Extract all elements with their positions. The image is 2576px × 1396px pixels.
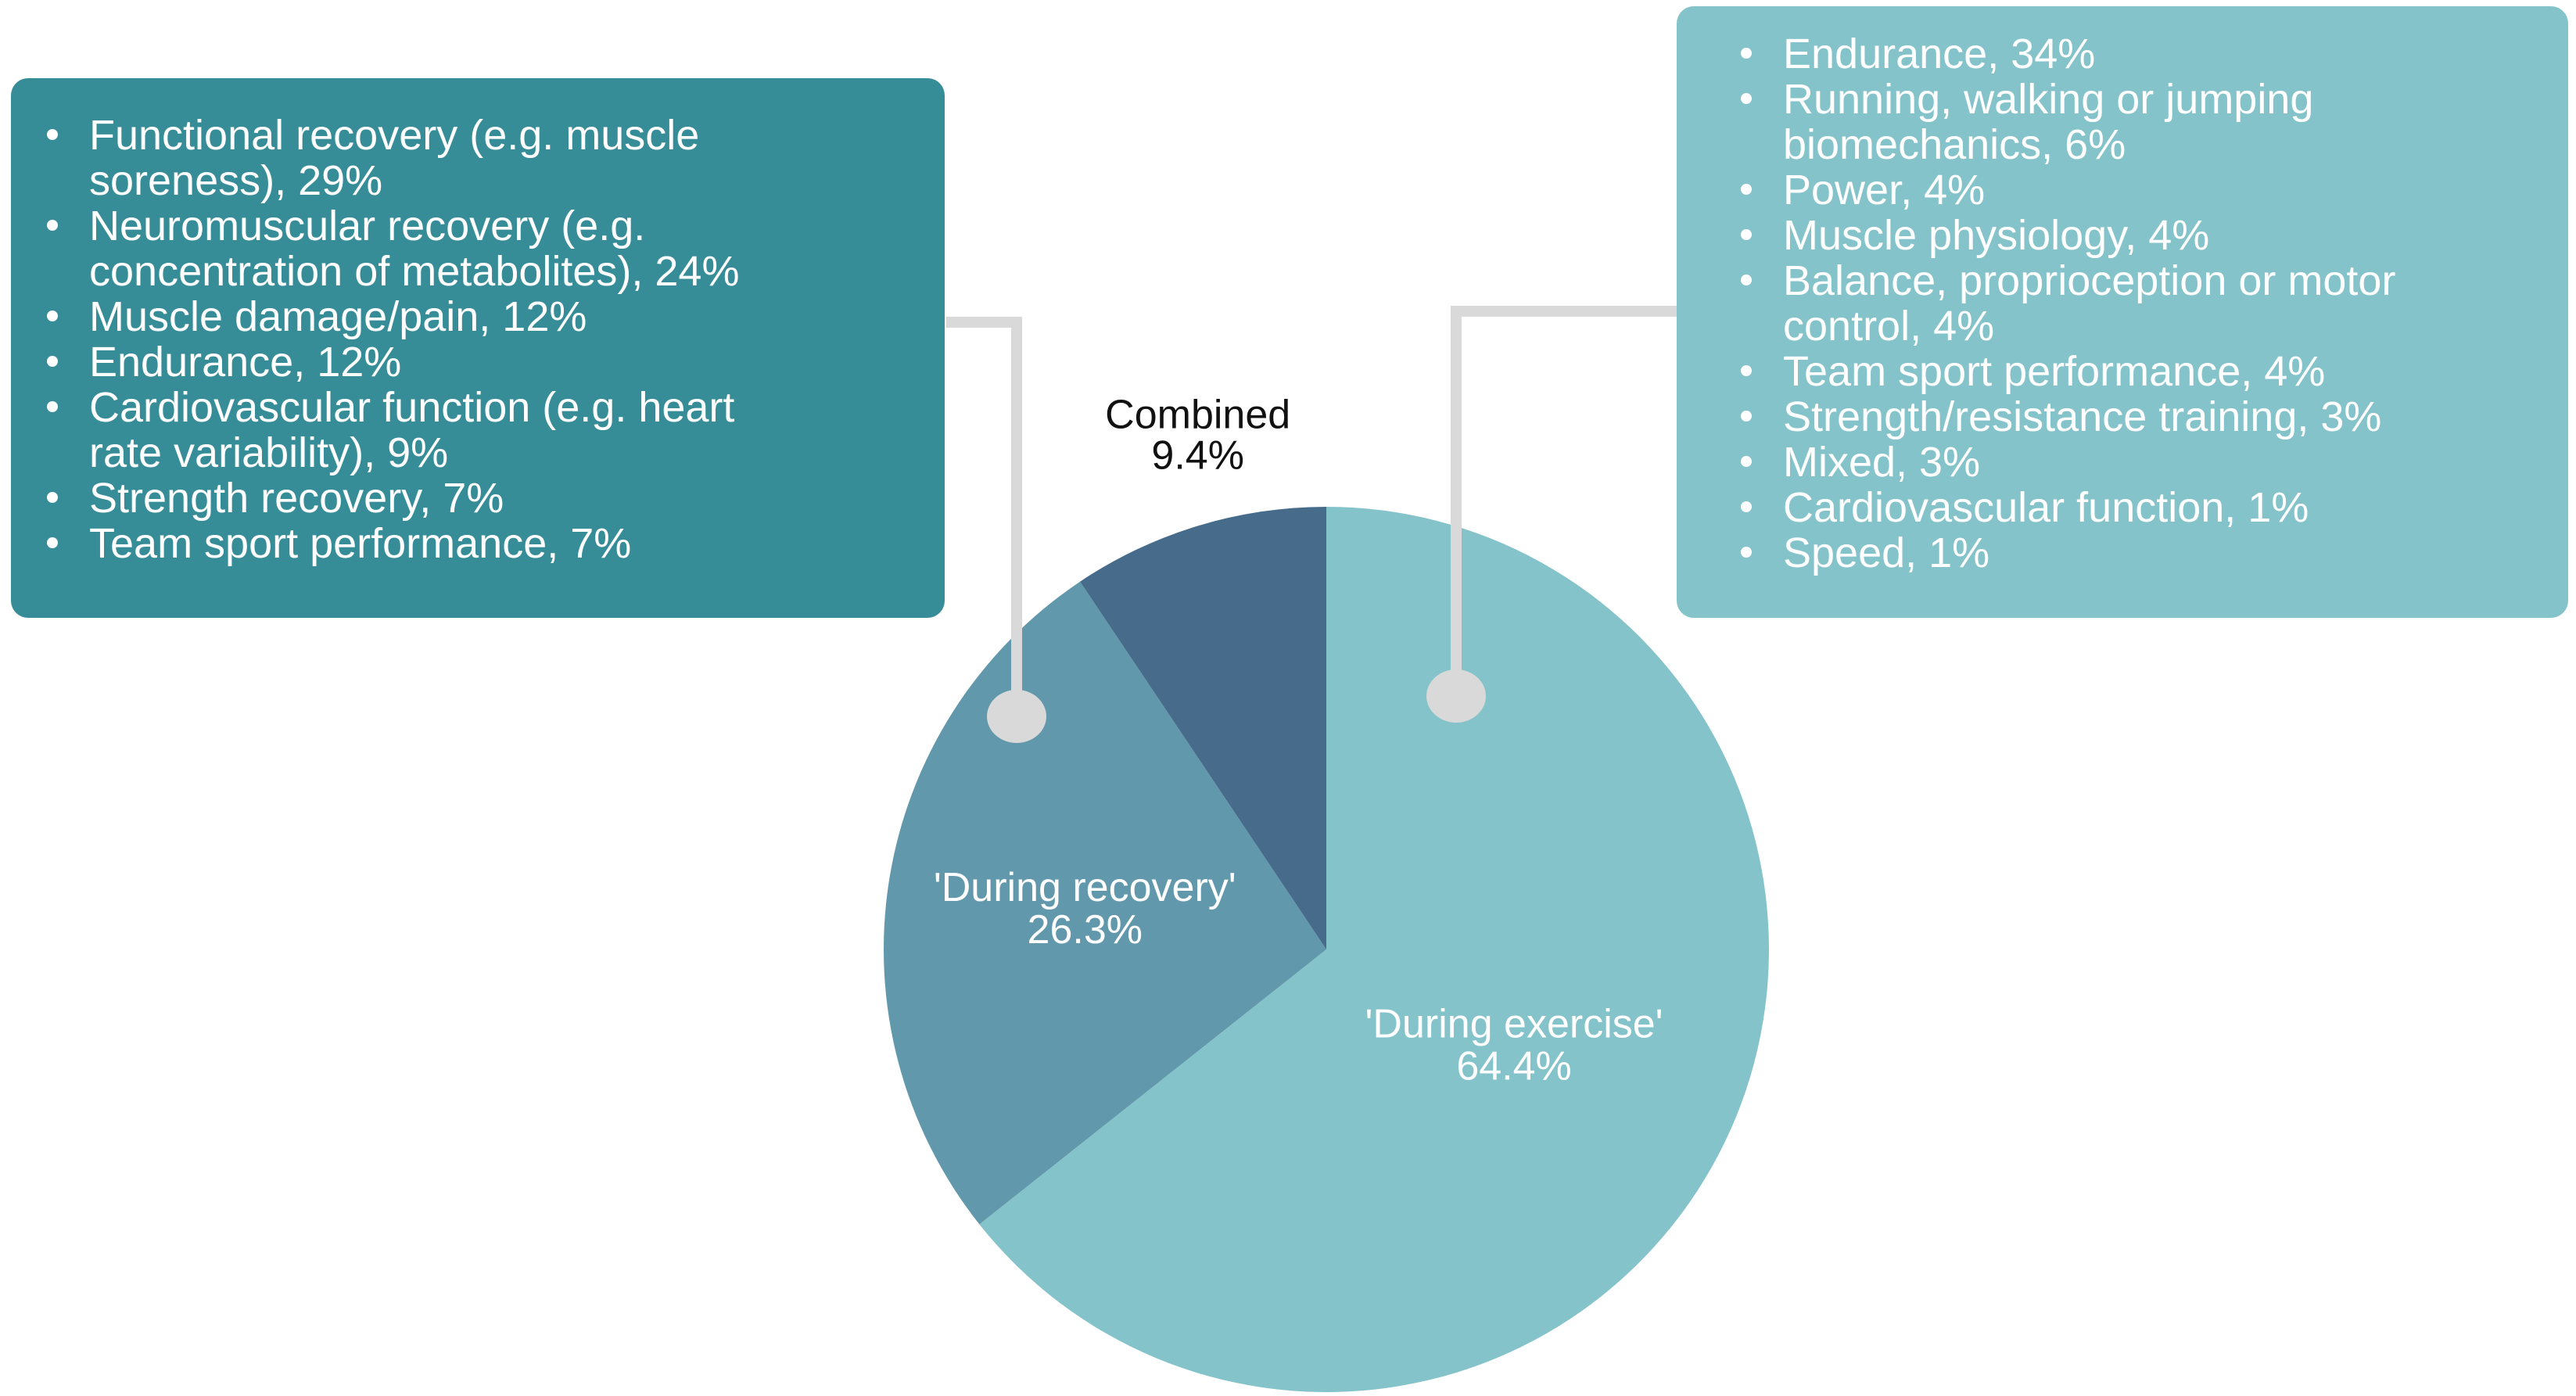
list-item: Strength recovery, 7% xyxy=(47,475,913,522)
slice-value-during-exercise: 64.4% xyxy=(1456,1044,1571,1089)
list-item-text: Cardiovascular function (e.g. heart xyxy=(89,384,735,431)
list-item: Strength/resistance training, 3% xyxy=(1741,393,2545,440)
slice-label-during-exercise: 'During exercise' xyxy=(1365,1002,1663,1047)
list-item: Muscle physiology, 4% xyxy=(1741,212,2545,259)
list-item-text: Endurance, 12% xyxy=(89,339,402,386)
list-item-text: concentration of metabolites), 24% xyxy=(89,248,740,295)
pie-slices xyxy=(884,507,1770,1392)
list-item-text: Speed, 1% xyxy=(1783,529,1990,576)
list-item: Endurance, 34% xyxy=(1741,31,2545,77)
pie-slice-during-exercise xyxy=(979,507,1770,1392)
list-item-text: Endurance, 34% xyxy=(1783,31,2096,77)
list-item-text: Running, walking or jumping xyxy=(1783,76,2314,123)
exercise-outcomes-box: Endurance, 34%Running, walking or jumpin… xyxy=(1677,6,2568,618)
list-item-text: soreness), 29% xyxy=(89,157,383,204)
list-item-text: Team sport performance, 7% xyxy=(89,520,632,567)
recovery-connector-line xyxy=(946,317,1022,716)
list-item-text: Functional recovery (e.g. muscle xyxy=(89,112,700,159)
list-item-text: Power, 4% xyxy=(1783,167,1986,214)
exercise-connector-dot xyxy=(1426,669,1486,723)
slice-value-combined: 9.4% xyxy=(1151,432,1244,478)
list-item-text: Muscle physiology, 4% xyxy=(1783,212,2210,259)
pie-slice-combined xyxy=(1080,507,1326,949)
list-item-text: Mixed, 3% xyxy=(1783,439,1981,486)
list-item-text: Cardiovascular function, 1% xyxy=(1783,484,2309,531)
list-item-text: Muscle damage/pain, 12% xyxy=(89,293,587,340)
slice-value-during-recovery: 26.3% xyxy=(1028,907,1143,953)
list-item: Mixed, 3% xyxy=(1741,439,2545,486)
list-item: Team sport performance, 4% xyxy=(1741,348,2545,395)
list-item-text: Balance, proprioception or motor xyxy=(1783,257,2396,304)
list-item: Speed, 1% xyxy=(1741,529,2545,576)
pie-labels: 'During exercise'64.4% 'During recovery'2… xyxy=(934,392,1663,1089)
list-item: Neuromuscular recovery (e.g.concentratio… xyxy=(47,203,913,295)
slice-label-during-recovery: 'During recovery' xyxy=(934,865,1236,910)
exercise-connector-line xyxy=(1451,306,1677,696)
slice-label-combined: Combined xyxy=(1105,392,1290,437)
pie-slice-during-recovery xyxy=(884,581,1326,1225)
recovery-connector-dot xyxy=(987,690,1046,743)
list-item-text: biomechanics, 6% xyxy=(1783,121,2126,168)
list-item-text: Strength recovery, 7% xyxy=(89,475,504,522)
list-item-text: rate variability), 9% xyxy=(89,429,449,476)
callout-connectors xyxy=(946,306,1677,743)
list-item: Power, 4% xyxy=(1741,167,2545,214)
list-item: Muscle damage/pain, 12% xyxy=(47,293,913,340)
list-item-text: Team sport performance, 4% xyxy=(1783,348,2326,395)
list-item-text: Neuromuscular recovery (e.g. xyxy=(89,203,646,249)
list-item-text: Strength/resistance training, 3% xyxy=(1783,393,2382,440)
list-item: Team sport performance, 7% xyxy=(47,520,913,567)
list-item: Cardiovascular function, 1% xyxy=(1741,484,2545,531)
list-item-text: control, 4% xyxy=(1783,303,1995,350)
list-item: Endurance, 12% xyxy=(47,339,913,386)
exercise-outcomes-list: Endurance, 34%Running, walking or jumpin… xyxy=(1741,31,2545,576)
